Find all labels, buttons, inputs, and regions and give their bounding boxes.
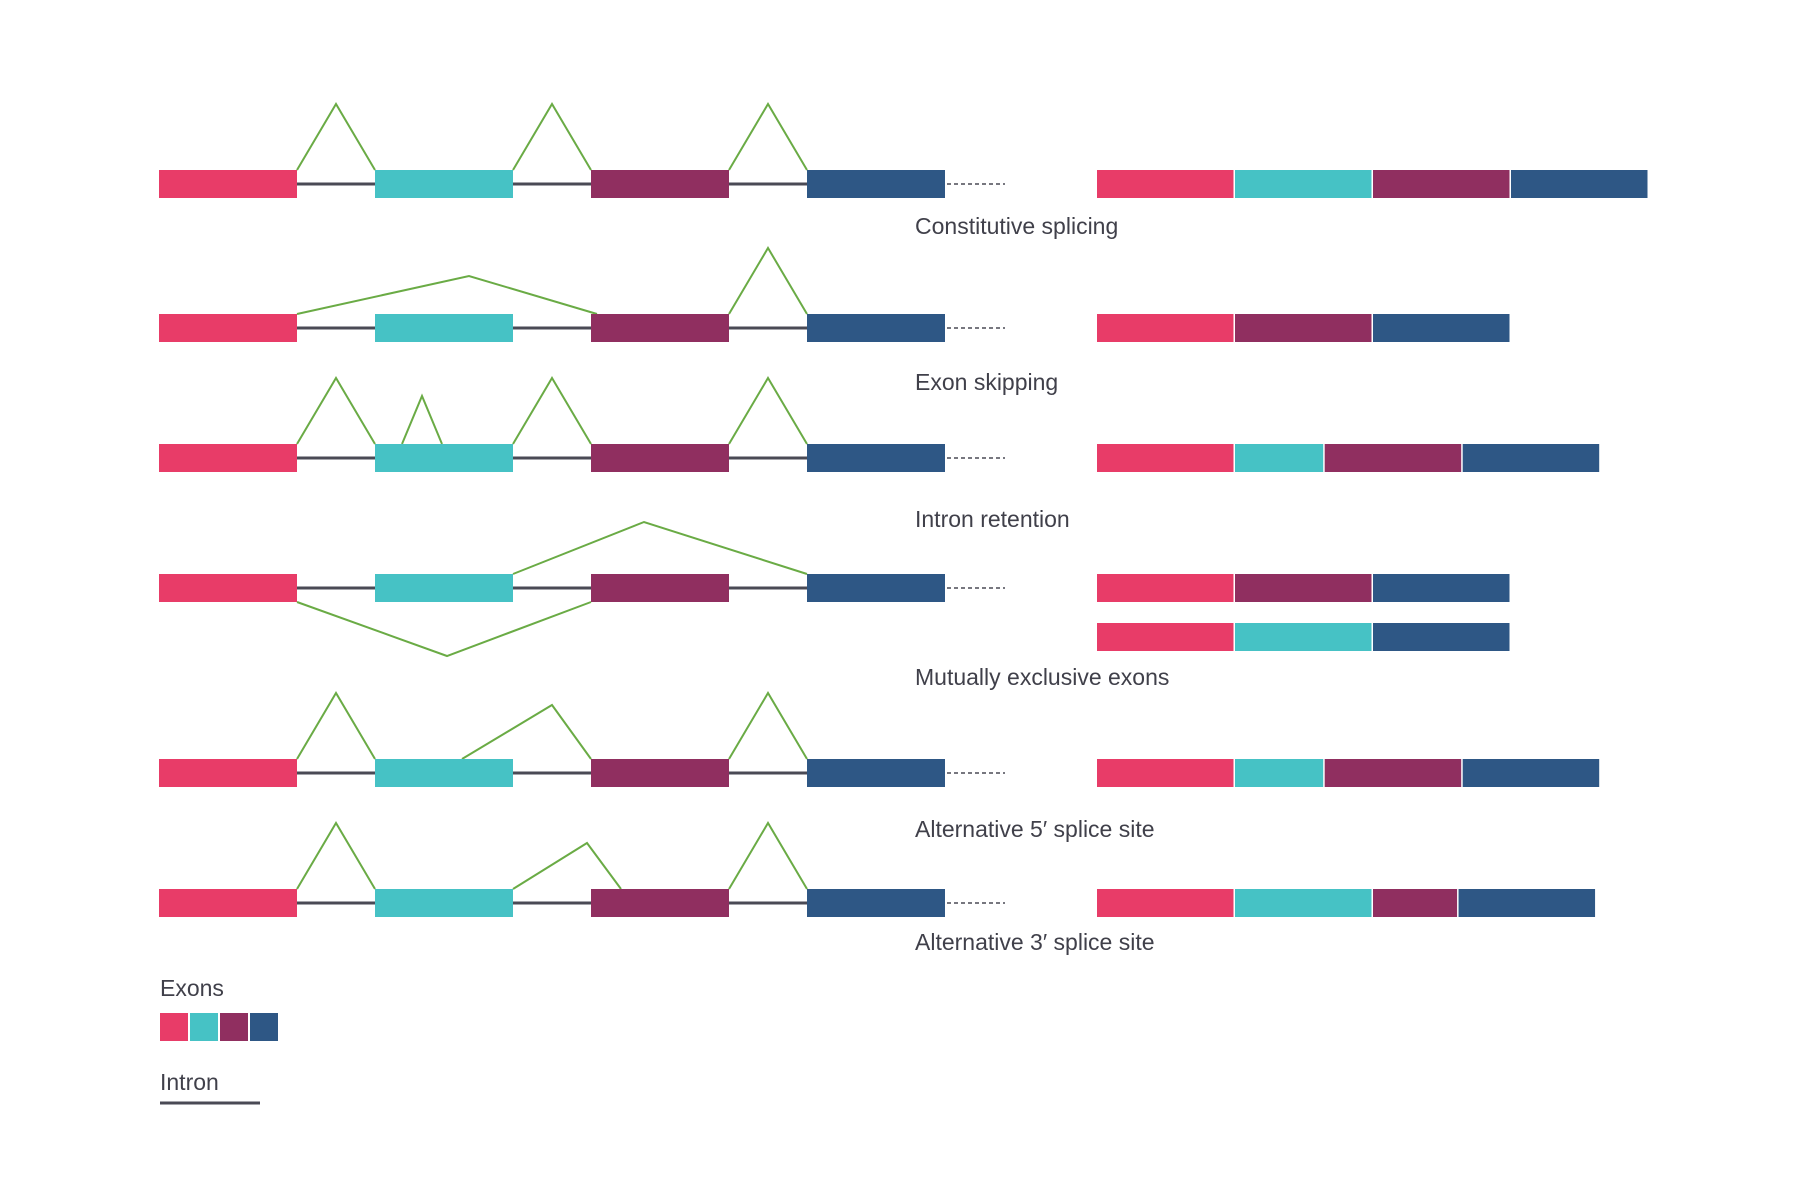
legend-swatch-exon1 xyxy=(160,1013,188,1041)
mrna-segment-exon1 xyxy=(1097,314,1234,342)
mrna-segment-exon2 xyxy=(1235,759,1324,787)
pre-mrna-exon4 xyxy=(807,170,945,198)
splicing-row: Alternative 5′ splice site xyxy=(159,691,1600,842)
splice-connector xyxy=(512,520,808,575)
mrna-segment-exon4 xyxy=(1462,444,1600,472)
splice-connector xyxy=(296,376,376,445)
pre-mrna-exon3 xyxy=(591,759,729,787)
pre-mrna-exon4 xyxy=(807,574,945,602)
pre-mrna-exon3 xyxy=(591,314,729,342)
pre-mrna-exon2 xyxy=(375,574,513,602)
mrna-segment-exon3 xyxy=(1235,314,1372,342)
splicing-row: Mutually exclusive exons xyxy=(159,520,1510,690)
splicing-row: Alternative 3′ splice site xyxy=(159,821,1596,955)
splice-connector xyxy=(728,102,808,171)
mrna-segment-exon4 xyxy=(1373,574,1510,602)
mrna-segment-exon4 xyxy=(1511,170,1648,198)
splice-connector xyxy=(512,376,592,445)
splice-connector xyxy=(728,376,808,445)
splice-connector xyxy=(728,821,808,890)
pre-mrna-exon1 xyxy=(159,889,297,917)
pre-mrna-exon4 xyxy=(807,889,945,917)
pre-mrna-exon4 xyxy=(807,759,945,787)
pre-mrna-exon2 xyxy=(375,759,513,787)
pre-mrna-exon1 xyxy=(159,574,297,602)
pre-mrna-exon1 xyxy=(159,444,297,472)
mrna-segment-exon4 xyxy=(1462,759,1600,787)
splice-connector xyxy=(296,601,592,658)
mrna-segment-exon2 xyxy=(1235,889,1372,917)
mrna-segment-exon1 xyxy=(1097,444,1234,472)
mrna-segment-exon3 xyxy=(1324,759,1462,787)
legend: Exons Intron xyxy=(160,975,278,1105)
mrna-segment-exon3 xyxy=(1235,574,1372,602)
pre-mrna-exon4 xyxy=(807,314,945,342)
legend-exon-swatches xyxy=(160,1013,278,1041)
pre-mrna-exon2 xyxy=(375,170,513,198)
pre-mrna-exon4 xyxy=(807,444,945,472)
splicing-row: Intron retention xyxy=(159,376,1600,532)
legend-swatch-exon3 xyxy=(220,1013,248,1041)
pre-mrna-exon3 xyxy=(591,889,729,917)
mrna-segment-exon3 xyxy=(1373,170,1510,198)
splice-connector xyxy=(296,102,376,171)
row-label: Mutually exclusive exons xyxy=(915,664,1169,690)
row-label: Intron retention xyxy=(915,506,1070,532)
pre-mrna-exon3 xyxy=(591,574,729,602)
pre-mrna-exon3 xyxy=(591,444,729,472)
splicing-row: Constitutive splicing xyxy=(159,102,1648,239)
mrna-alt-segment-exon4 xyxy=(1373,623,1510,651)
pre-mrna-exon1 xyxy=(159,170,297,198)
legend-swatch-exon4 xyxy=(250,1013,278,1041)
mrna-segment-exon3 xyxy=(1373,889,1458,917)
row-label: Exon skipping xyxy=(915,369,1058,395)
mrna-alt-segment-exon1 xyxy=(1097,623,1234,651)
splice-connector xyxy=(512,841,622,890)
mrna-segment-exon2 xyxy=(1235,444,1324,472)
legend-swatch-exon2 xyxy=(190,1013,218,1041)
mrna-segment-exon1 xyxy=(1097,889,1234,917)
splice-connector xyxy=(461,703,592,760)
splice-connector xyxy=(512,102,592,171)
splice-connector xyxy=(728,246,808,315)
splice-connector xyxy=(728,691,808,760)
pre-mrna-exon2 xyxy=(375,444,513,472)
pre-mrna-exon1 xyxy=(159,314,297,342)
mrna-segment-exon1 xyxy=(1097,170,1234,198)
row-label: Constitutive splicing xyxy=(915,213,1118,239)
row-label: Alternative 5′ splice site xyxy=(915,816,1155,842)
pre-mrna-exon1 xyxy=(159,759,297,787)
splice-connector xyxy=(296,691,376,760)
pre-mrna-exon3 xyxy=(591,170,729,198)
mrna-segment-exon1 xyxy=(1097,574,1234,602)
legend-intron-label: Intron xyxy=(160,1069,219,1095)
pre-mrna-exon2 xyxy=(375,314,513,342)
row-label: Alternative 3′ splice site xyxy=(915,929,1155,955)
splice-connector xyxy=(401,393,443,445)
splice-connector xyxy=(296,274,598,315)
mrna-alt-segment-exon2 xyxy=(1235,623,1372,651)
splice-connector xyxy=(296,821,376,890)
legend-exons-label: Exons xyxy=(160,975,224,1001)
mrna-segment-exon4 xyxy=(1373,314,1510,342)
mrna-segment-exon1 xyxy=(1097,759,1234,787)
mrna-segment-exon2 xyxy=(1235,170,1372,198)
mrna-segment-exon4 xyxy=(1458,889,1596,917)
splicing-row: Exon skipping xyxy=(159,246,1510,395)
mrna-segment-exon3 xyxy=(1324,444,1462,472)
pre-mrna-exon2 xyxy=(375,889,513,917)
